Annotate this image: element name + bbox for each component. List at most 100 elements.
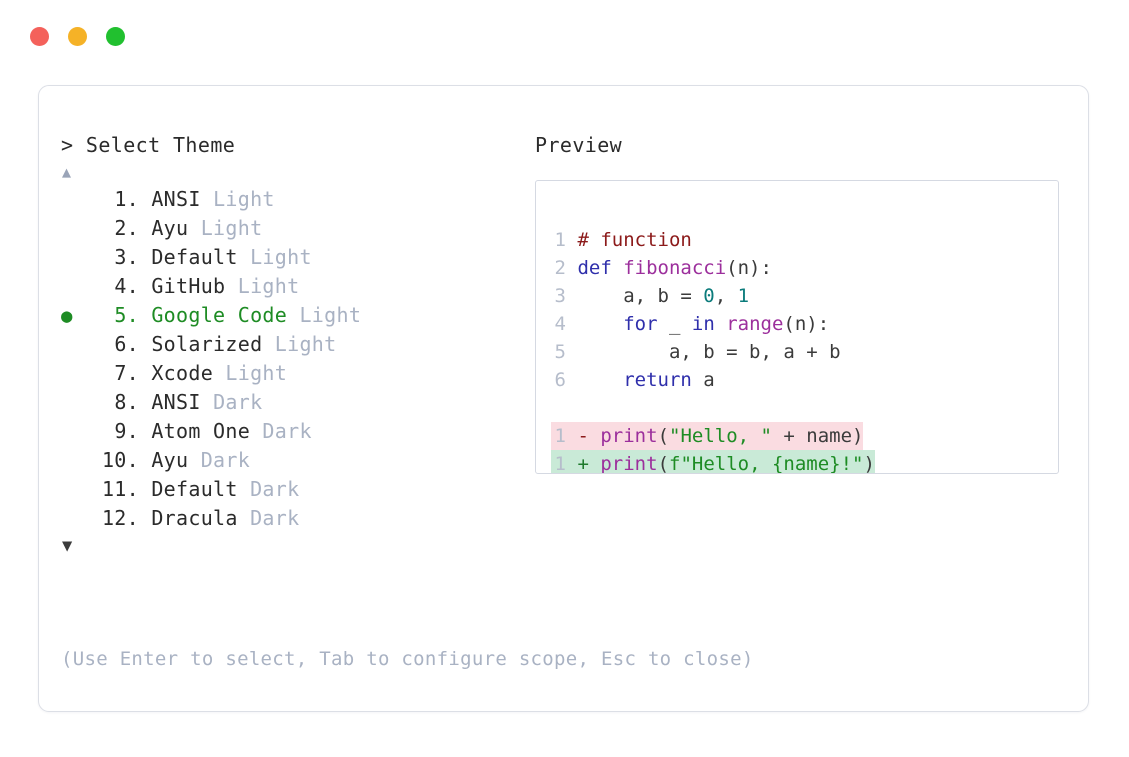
diff-plus-icon: + [577,453,589,474]
theme-list-item[interactable]: 12. Dracula Dark [61,504,531,533]
theme-item-gap [139,330,151,359]
diff-line-number: 1 [554,453,566,474]
theme-item-index: 11. [101,477,139,501]
theme-item-gap2 [238,475,250,504]
theme-item-index: 12. [101,506,139,530]
scroll-up-icon[interactable]: ▲ [62,163,72,181]
code-token: , [714,285,738,307]
code-gutter-gap [566,313,577,335]
code-token: return [623,369,692,391]
theme-list-item[interactable]: 3. Default Light [61,243,531,272]
diff-token: + name) [771,425,864,447]
theme-list-item[interactable]: 1. ANSI Light [61,185,531,214]
code-line-number: 4 [554,313,566,335]
theme-item-gap [139,185,151,214]
theme-item-gap2 [238,504,250,533]
bullet-placeholder [61,244,91,273]
code-token: _ [657,313,692,335]
theme-list-item[interactable]: 8. ANSI Dark [61,388,531,417]
theme-list: 1. ANSI Light 2. Ayu Light 3. Default Li… [61,185,531,533]
code-token [715,313,726,335]
code-token: (n): [726,257,772,279]
traffic-light-minimize-icon[interactable] [68,26,87,46]
theme-item-variant: Dark [262,419,312,443]
diff-token: print [600,425,658,447]
diff-added-line: 1 + print(f"Hello, {name}!") [551,450,875,474]
prompt-caret-icon: > [61,133,74,157]
theme-item-variant: Light [200,216,263,240]
bullet-placeholder [61,186,91,215]
preview-label: Preview [535,133,623,157]
bullet-placeholder [61,360,91,389]
diff-gutter-gap [566,425,577,447]
theme-item-variant: Dark [200,448,251,472]
diff-token: print [600,453,658,474]
code-token: for [623,313,658,335]
theme-item-gap2 [201,388,213,417]
code-gutter-gap [566,285,577,307]
diff-removed-line: 1 - print("Hello, " + name) [551,422,864,450]
theme-item-index: 8. [114,390,139,414]
code-blank-line [551,394,562,422]
theme-item-gap [139,243,151,272]
code-token: range [726,313,784,335]
code-token [577,313,623,335]
theme-list-item[interactable]: 10. Ayu Dark [61,446,531,475]
bullet-placeholder [61,331,91,360]
theme-item-gap [139,388,151,417]
theme-list-item[interactable]: ●5. Google Code Light [61,301,531,330]
code-token: 0 [703,285,715,307]
theme-item-name: Ayu [151,448,189,472]
code-line: 5 a, b = b, a + b [551,338,841,366]
theme-list-item[interactable]: 9. Atom One Dark [61,417,531,446]
theme-list-item[interactable]: 2. Ayu Light [61,214,531,243]
traffic-light-close-icon[interactable] [30,26,49,46]
theme-item-name: Ayu [151,216,189,240]
traffic-light-maximize-icon[interactable] [106,26,125,46]
theme-list-item[interactable]: 4. GitHub Light [61,272,531,301]
code-gutter-gap [566,341,577,363]
theme-item-variant: Light [225,361,288,385]
keyboard-hint: (Use Enter to select, Tab to configure s… [61,648,754,670]
code-token [577,369,623,391]
code-token: a, b = b, a + b [577,341,841,363]
code-line-number: 1 [554,229,566,251]
theme-item-gap [139,504,151,533]
theme-list-item[interactable]: 6. Solarized Light [61,330,531,359]
theme-item-gap [139,359,151,388]
theme-item-variant: Light [299,303,362,327]
theme-item-gap [139,446,151,475]
bullet-placeholder [61,418,91,447]
theme-item-variant: Dark [213,390,263,414]
code-token: a [691,369,715,391]
code-token: in [691,313,715,335]
theme-item-variant: Light [274,332,337,356]
theme-item-name: ANSI [151,390,201,414]
theme-item-gap [139,214,151,243]
code-token: 1 [737,285,750,307]
theme-item-variant: Light [250,245,312,269]
theme-item-index: 2. [114,216,139,240]
code-line-number: 6 [554,369,566,391]
theme-item-index: 3. [114,245,139,269]
theme-list-item[interactable]: 7. Xcode Light [61,359,531,388]
theme-list-item[interactable]: 11. Default Dark [61,475,531,504]
theme-item-gap [139,301,151,330]
theme-item-gap2 [201,185,213,214]
theme-item-index: 7. [114,361,139,385]
theme-item-index: 1. [114,187,139,211]
code-token: fibonacci [623,257,727,279]
theme-item-gap2 [250,417,262,446]
code-line-number: 5 [554,341,566,363]
theme-item-index: 4. [114,274,139,298]
theme-item-name: Solarized [151,332,263,356]
theme-item-gap2 [188,446,200,475]
scroll-down-icon[interactable]: ▼ [62,536,73,556]
diff-token: ( [657,425,670,447]
theme-item-name: Xcode [151,361,214,385]
theme-item-index: 6. [114,332,139,356]
diff-gutter-gap [566,453,577,473]
theme-item-gap2 [213,359,225,388]
diff-line-number: 1 [554,425,566,447]
